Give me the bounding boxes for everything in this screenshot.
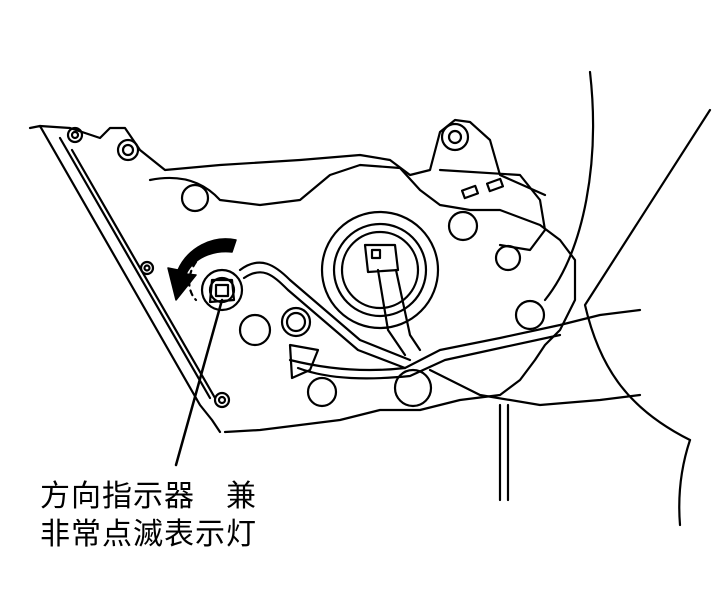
vehicle-body-outline bbox=[543, 70, 595, 302]
housing-flange bbox=[28, 124, 222, 434]
fender-edge-line bbox=[583, 108, 712, 442]
housing-top-edge bbox=[38, 118, 547, 197]
housing-right-bracket bbox=[438, 168, 547, 252]
bracket-slot-2 bbox=[485, 177, 505, 193]
wiring-harness bbox=[288, 308, 642, 502]
bracket-slot-1 bbox=[460, 184, 480, 200]
fender-lower-edge bbox=[678, 438, 692, 527]
curved-arrow-icon bbox=[167, 238, 237, 301]
housing-flange-inner bbox=[58, 136, 217, 400]
headlamp-bulb-socket bbox=[320, 210, 440, 357]
arrow-dash-guide bbox=[188, 260, 198, 302]
housing-screws bbox=[66, 122, 546, 409]
callout-label-line-2: 非常点滅表示灯 bbox=[40, 517, 257, 552]
callout-leader-line bbox=[174, 298, 224, 467]
housing-body bbox=[148, 163, 577, 434]
callout-label-line-1: 方向指示器 兼 bbox=[40, 479, 257, 514]
